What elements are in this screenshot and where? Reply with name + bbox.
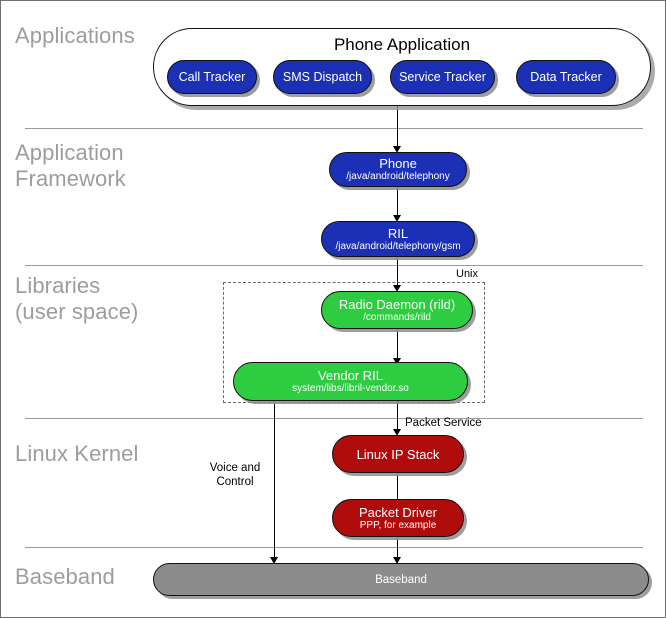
phone-application-title: Phone Application (333, 35, 471, 54)
layer-label-baseband: Baseband (15, 564, 115, 589)
connector-ril-to-rild (397, 256, 398, 287)
node-ril[interactable]: RIL /java/android/telephony/gsm (321, 221, 475, 257)
node-vendor-ril-title: Vendor RIL (317, 368, 384, 383)
node-vendor-ril-subtitle: system/libs/libril-vendor.so (292, 383, 409, 394)
arrowhead-voice-control-to-baseband (270, 557, 278, 564)
divider-applications-framework (25, 128, 643, 129)
connector-phone-to-ril (397, 186, 398, 217)
arrowhead-ril-to-rild (393, 285, 401, 292)
layer-label-application-framework: Application Framework (15, 140, 126, 191)
app-pill-call-tracker[interactable]: Call Tracker (167, 60, 257, 94)
node-radio-daemon-subtitle: /commands/rild (363, 311, 431, 323)
node-radio-daemon-title: Radio Daemon (rild) (338, 296, 456, 312)
node-linux-ip-stack[interactable]: Linux IP Stack (332, 435, 464, 473)
node-linux-ip-stack-title: Linux IP Stack (356, 446, 440, 462)
app-pill-sms-dispatch[interactable]: SMS Dispatch (273, 60, 372, 94)
layer-label-applications: Applications (15, 23, 135, 48)
node-ril-subtitle: /java/android/telephony/gsm (335, 240, 461, 252)
connector-ip-stack-to-packet-driver (397, 473, 398, 503)
node-radio-daemon[interactable]: Radio Daemon (rild) /commands/rild (321, 291, 473, 329)
connector-voice-control-to-baseband (274, 400, 275, 563)
app-pill-service-tracker-label: Service Tracker (399, 69, 486, 84)
app-pill-service-tracker[interactable]: Service Tracker (390, 60, 495, 94)
unix-region-label: Unix (453, 268, 482, 281)
layer-label-libraries: Libraries (user space) (15, 273, 139, 324)
arrowhead-phone-to-ril (393, 215, 401, 222)
divider-kernel-baseband (25, 547, 643, 548)
arrowhead-apps-to-phone (393, 146, 401, 153)
app-pill-call-tracker-label: Call Tracker (178, 69, 246, 84)
connector-apps-to-phone (397, 106, 398, 148)
node-packet-driver-title: Packet Driver (358, 504, 438, 520)
arrowhead-vendor-ril-to-ip-stack (393, 429, 401, 436)
node-ril-title: RIL (387, 225, 409, 241)
node-baseband[interactable]: Baseband (153, 563, 649, 596)
divider-libraries-kernel (25, 418, 643, 419)
node-packet-driver[interactable]: Packet Driver PPP, for example (332, 499, 464, 537)
divider-framework-libraries (25, 265, 643, 266)
arrowhead-packet-driver-to-baseband (393, 557, 401, 564)
app-pill-data-tracker-label: Data Tracker (530, 69, 602, 84)
node-phone[interactable]: Phone /java/android/telephony (329, 152, 467, 187)
annotation-voice-and-control: Voice and Control (209, 462, 261, 488)
connector-packet-driver-to-baseband (397, 537, 398, 563)
connector-rild-to-vendor-ril (397, 328, 398, 360)
unix-region (223, 282, 485, 403)
connector-vendor-ril-to-ip-stack (397, 400, 398, 433)
node-vendor-ril[interactable]: Vendor RIL system/libs/libril-vendor.so (233, 362, 468, 401)
node-packet-driver-subtitle: PPP, for example (359, 519, 437, 531)
node-phone-subtitle: /java/android/telephony (346, 171, 450, 182)
app-pill-sms-dispatch-label: SMS Dispatch (282, 69, 363, 84)
app-pill-data-tracker[interactable]: Data Tracker (516, 60, 616, 94)
node-baseband-title: Baseband (375, 573, 427, 586)
node-phone-title: Phone (379, 156, 417, 171)
annotation-packet-service: Packet Service (405, 417, 482, 429)
layer-label-linux-kernel: Linux Kernel (15, 441, 139, 466)
